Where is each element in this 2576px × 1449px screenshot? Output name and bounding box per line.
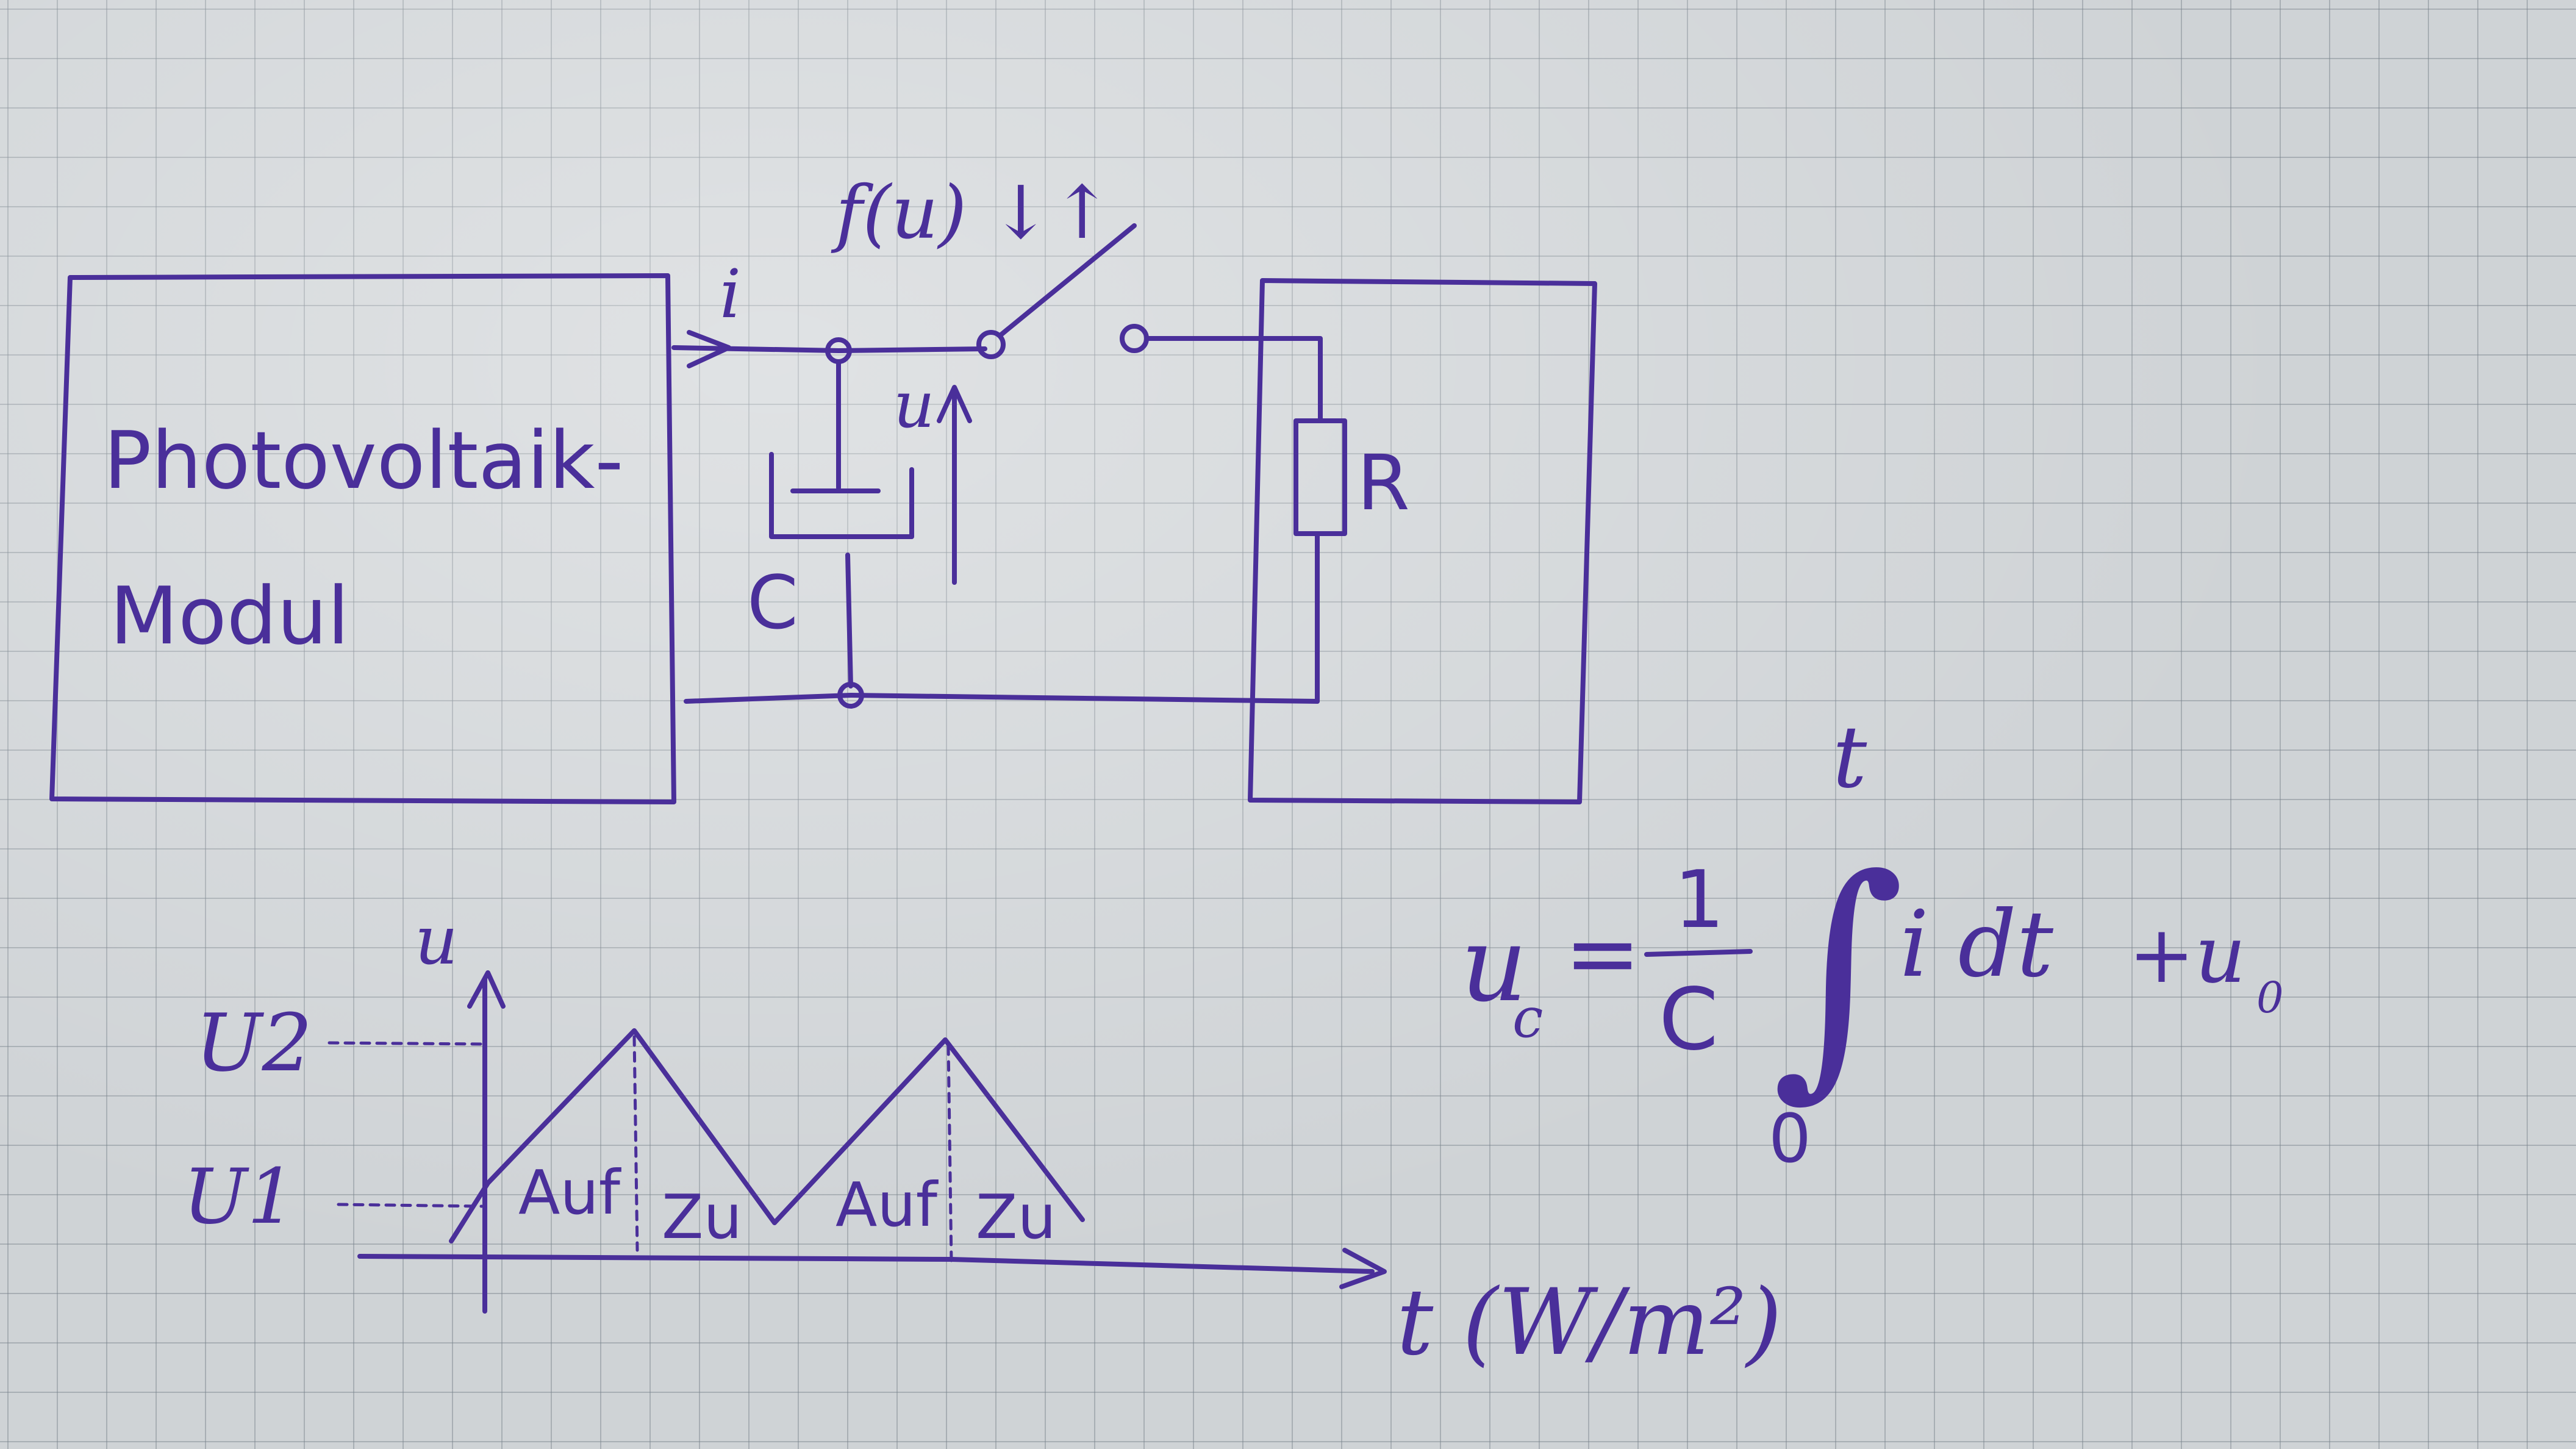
graph-phase-label-4: Zu [976, 1181, 1056, 1253]
current-label: i [720, 255, 741, 333]
graph-level-low-line [337, 1203, 484, 1208]
formula-integrand: i dt [1900, 892, 2054, 998]
formula-lhs: u [1461, 904, 1528, 1025]
formula-equals: = [1564, 901, 1641, 1007]
graph-y-axis-label: u [415, 901, 458, 979]
formula-plus-subscript: 0 [2256, 973, 2284, 1023]
formula: t u c = 1 C ∫ i dt +u 0 0 [1461, 708, 2284, 1178]
switch-contact-right [1120, 324, 1149, 353]
photovoltaic-module: Photovoltaik- Modul [49, 273, 676, 804]
capacitor: C [747, 360, 914, 689]
switch-contact-left [976, 330, 1006, 359]
resistor-symbol [1293, 418, 1347, 536]
module-label-line1: Photovoltaik- [104, 414, 623, 507]
formula-plus-term: +u [2128, 908, 2246, 1001]
top-wire: i [671, 255, 987, 368]
graph-level-high-label: U2 [195, 996, 312, 1089]
load-box: R [1248, 278, 1597, 804]
formula-upper-limit: t [1833, 708, 1867, 807]
graph-phase-label-1: Auf [518, 1157, 622, 1228]
voltage-arrow: u [893, 368, 972, 585]
switch-label: f(u) ↓↑ [831, 171, 1113, 256]
graph-level-low-label: U1 [183, 1153, 296, 1241]
graph-peak-marker-2 [946, 1044, 953, 1264]
voltage-time-graph: u t (W/m²) U2 U1 Auf Zu Auf Zu [183, 901, 1782, 1376]
graph-x-arrow [1339, 1248, 1387, 1289]
graph-phase-label-3: Auf [835, 1169, 939, 1240]
graph-x-axis-label: t (W/m²) [1397, 1270, 1782, 1376]
graph-level-high-line [327, 1041, 484, 1046]
formula-lhs-subscript: c [1512, 986, 1543, 1050]
graph-x-axis [357, 1254, 1375, 1274]
switch: f(u) ↓↑ [831, 171, 1149, 359]
junction-bottom [837, 682, 864, 709]
graph-sawtooth-curve [449, 1028, 1085, 1243]
formula-lower-limit: 0 [1769, 1100, 1811, 1178]
graph-y-arrow [467, 970, 506, 1009]
bottom-wire [684, 682, 1320, 709]
graph-phase-label-2: Zu [662, 1181, 742, 1253]
module-label-line2: Modul [110, 570, 349, 662]
formula-denominator: C [1659, 970, 1719, 1070]
resistor-label: R [1357, 439, 1410, 528]
formula-integral-sign: ∫ [1772, 824, 1905, 1122]
formula-numerator: 1 [1674, 853, 1725, 946]
graph-peak-marker-1 [632, 1035, 639, 1252]
load-wire-top [1144, 336, 1323, 423]
capacitor-label: C [747, 561, 798, 646]
fraction-bar [1644, 949, 1753, 957]
voltage-label: u [893, 368, 935, 442]
